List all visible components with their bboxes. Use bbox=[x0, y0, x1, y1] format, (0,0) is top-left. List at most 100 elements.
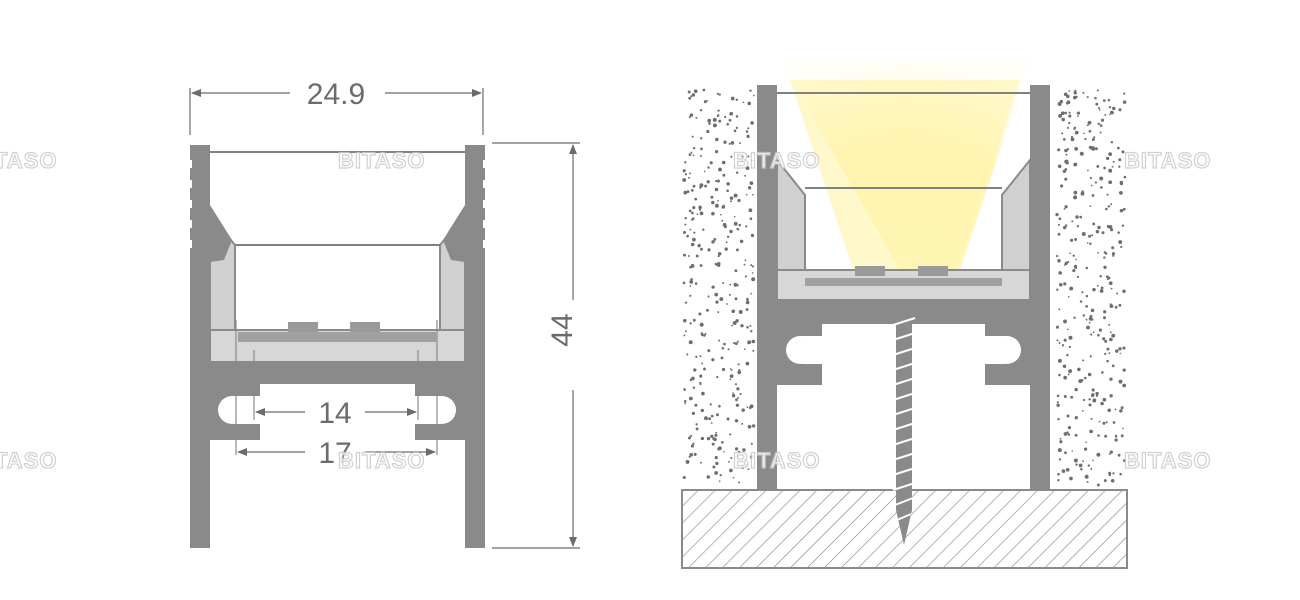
concrete-speck bbox=[698, 312, 702, 316]
concrete-speck bbox=[698, 243, 701, 246]
concrete-speck bbox=[736, 340, 739, 343]
concrete-speck bbox=[709, 161, 713, 165]
concrete-speck bbox=[721, 160, 726, 165]
concrete-speck bbox=[1109, 450, 1113, 454]
concrete-speck bbox=[1098, 328, 1102, 332]
concrete-speck bbox=[729, 378, 732, 381]
concrete-speck bbox=[733, 215, 736, 218]
concrete-speck bbox=[1099, 289, 1104, 293]
concrete-speck bbox=[1057, 232, 1061, 236]
concrete-speck bbox=[728, 118, 732, 122]
concrete-speck bbox=[684, 216, 687, 220]
concrete-speck bbox=[717, 252, 722, 256]
concrete-speck bbox=[1086, 325, 1090, 330]
concrete-speck bbox=[1075, 215, 1079, 219]
concrete-speck bbox=[1108, 180, 1113, 185]
concrete-speck bbox=[1090, 417, 1093, 420]
concrete-speck bbox=[687, 90, 691, 94]
concrete-speck bbox=[711, 211, 715, 216]
concrete-speck bbox=[1107, 408, 1111, 413]
concrete-speck bbox=[706, 475, 711, 479]
concrete-speck bbox=[1122, 207, 1126, 211]
concrete-speck bbox=[717, 199, 719, 202]
concrete-speck bbox=[1072, 269, 1076, 273]
concrete-speck bbox=[726, 182, 730, 186]
concrete-speck bbox=[733, 221, 738, 226]
concrete-speck bbox=[1091, 394, 1094, 398]
left-wall bbox=[190, 145, 210, 548]
concrete-speck bbox=[1092, 331, 1095, 334]
concrete-speck bbox=[1062, 364, 1067, 369]
concrete-speck bbox=[1066, 414, 1070, 418]
concrete-speck bbox=[703, 367, 706, 371]
concrete-speck bbox=[699, 381, 702, 385]
concrete-speck bbox=[716, 413, 719, 417]
concrete-speck bbox=[1057, 259, 1061, 263]
concrete-speck bbox=[1110, 110, 1114, 114]
concrete-speck bbox=[692, 154, 695, 156]
concrete-speck bbox=[1117, 453, 1121, 457]
concrete-speck bbox=[738, 481, 741, 484]
concrete-speck bbox=[692, 318, 696, 322]
concrete-speck bbox=[708, 122, 711, 125]
concrete-speck bbox=[1085, 266, 1089, 270]
concrete-speck bbox=[1086, 96, 1089, 99]
concrete-speck bbox=[711, 200, 715, 205]
concrete-speck bbox=[1073, 195, 1078, 200]
concrete-speck bbox=[737, 450, 741, 454]
concrete-speck bbox=[706, 100, 708, 102]
concrete-speck bbox=[744, 275, 747, 278]
concrete-speck bbox=[688, 209, 692, 213]
concrete-speck bbox=[694, 403, 698, 407]
concrete-speck bbox=[1073, 458, 1078, 463]
concrete-speck bbox=[1085, 318, 1088, 321]
concrete-speck bbox=[1070, 137, 1075, 142]
concrete-speck bbox=[689, 452, 694, 457]
concrete-speck bbox=[1108, 453, 1111, 455]
concrete-speck bbox=[1061, 132, 1064, 135]
concrete-speck bbox=[718, 119, 722, 123]
concrete-speck bbox=[1097, 252, 1099, 254]
concrete-speck bbox=[1089, 314, 1093, 318]
concrete-speck bbox=[690, 278, 693, 281]
concrete-speck bbox=[1104, 339, 1108, 343]
concrete-speck bbox=[730, 456, 733, 460]
concrete-speck bbox=[704, 332, 707, 335]
concrete-speck bbox=[707, 248, 711, 252]
concrete-speck bbox=[710, 195, 714, 199]
concrete-speck bbox=[1068, 121, 1071, 125]
concrete-speck bbox=[690, 444, 694, 448]
concrete-speck bbox=[1064, 451, 1067, 455]
concrete-speck bbox=[1102, 421, 1106, 425]
concrete-speck bbox=[745, 130, 749, 133]
concrete-speck bbox=[1074, 416, 1078, 420]
concrete-speck bbox=[707, 349, 711, 353]
concrete-speck bbox=[695, 427, 699, 431]
concrete-speck bbox=[729, 283, 732, 286]
concrete-speck bbox=[714, 187, 719, 192]
watermark-text: BITASO bbox=[733, 148, 820, 173]
concrete-speck bbox=[683, 318, 687, 323]
concrete-speck bbox=[1110, 203, 1113, 206]
concrete-speck bbox=[735, 403, 740, 407]
concrete-speck bbox=[690, 95, 693, 98]
concrete-speck bbox=[730, 96, 735, 101]
concrete-speck bbox=[734, 342, 738, 346]
concrete-speck bbox=[1074, 130, 1079, 135]
concrete-speck bbox=[730, 200, 732, 203]
concrete-speck bbox=[712, 437, 716, 441]
concrete-speck bbox=[752, 349, 755, 352]
concrete-speck bbox=[1096, 452, 1101, 457]
concrete-speck bbox=[700, 408, 704, 413]
concrete-speck bbox=[1070, 395, 1074, 399]
concrete-speck bbox=[1119, 472, 1122, 476]
concrete-speck bbox=[1107, 205, 1111, 208]
concrete-speck bbox=[700, 332, 704, 335]
concrete-speck bbox=[1087, 464, 1091, 467]
watermark-text: BITASO bbox=[733, 448, 820, 473]
concrete-speck bbox=[715, 431, 718, 434]
concrete-speck bbox=[691, 135, 694, 138]
concrete-speck bbox=[1112, 479, 1114, 481]
concrete-speck bbox=[700, 247, 703, 251]
concrete-speck bbox=[1099, 275, 1102, 278]
